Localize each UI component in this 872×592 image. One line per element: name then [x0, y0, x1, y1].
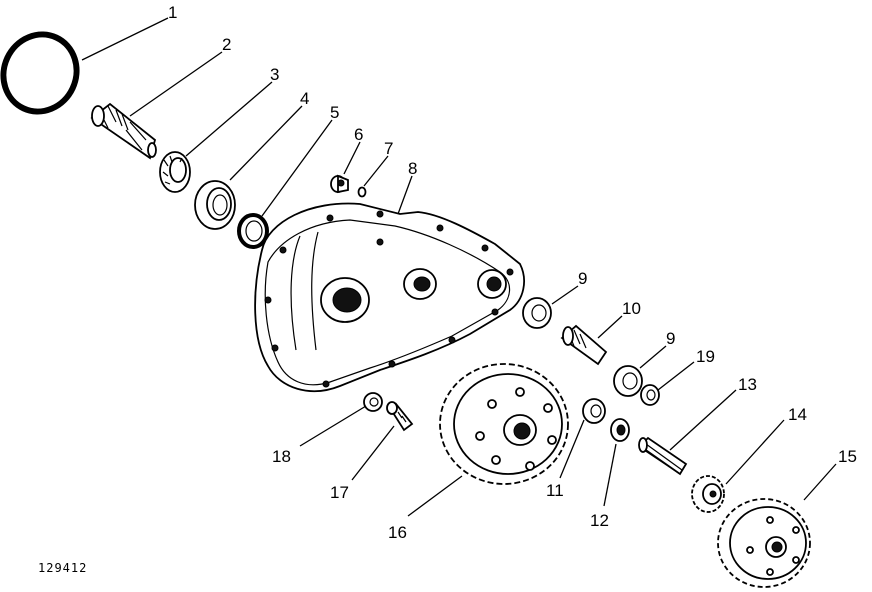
bearing-cone-icon: [159, 151, 191, 193]
callout-7: 7: [384, 139, 393, 158]
callout-9-lower: 9: [666, 329, 675, 348]
gear-icon: [717, 498, 811, 588]
callout-19: 19: [696, 347, 715, 366]
idler-shaft-icon: [638, 436, 688, 476]
callout-3: 3: [270, 65, 279, 84]
needle-bearing-icon: [640, 384, 660, 406]
gear-housing-icon: [254, 202, 525, 393]
needle-bearing-icon: [610, 418, 630, 442]
callout-8: 8: [408, 159, 417, 178]
snap-ring-icon: [237, 213, 269, 249]
bearing-icon: [613, 365, 643, 397]
o-ring-icon: [0, 31, 80, 115]
callout-labels: 1 2 3 4 5 6 7 8 9 10 9 19 13 14 15 18 17…: [168, 3, 857, 542]
callout-9-upper: 9: [578, 269, 587, 288]
callout-11: 11: [546, 481, 564, 500]
callout-2: 2: [222, 35, 231, 54]
washer-icon: [363, 392, 383, 412]
callout-6: 6: [354, 125, 363, 144]
small-gear-icon: [691, 475, 725, 513]
callout-16: 16: [388, 523, 407, 542]
callout-15: 15: [838, 447, 857, 466]
plug-icon: [330, 174, 349, 194]
callout-12: 12: [590, 511, 609, 530]
bearing-icon: [582, 398, 606, 424]
callout-17: 17: [330, 483, 349, 502]
shaft-icon: [560, 324, 608, 366]
callout-10: 10: [622, 299, 641, 318]
figure-id: 129412: [38, 561, 87, 575]
bolt-icon: [386, 401, 414, 432]
bearing-icon: [522, 297, 552, 329]
small-washer-icon: [357, 186, 367, 198]
callout-1: 1: [168, 3, 177, 22]
large-gear-icon: [439, 363, 569, 485]
pinion-shaft-icon: [90, 102, 157, 160]
callout-5: 5: [330, 103, 339, 122]
leader-lines: [81, 17, 837, 517]
bearing-cup-icon: [194, 180, 236, 230]
callout-4: 4: [300, 89, 309, 108]
callout-13: 13: [738, 375, 757, 394]
callout-18: 18: [272, 447, 291, 466]
callout-14: 14: [788, 405, 807, 424]
